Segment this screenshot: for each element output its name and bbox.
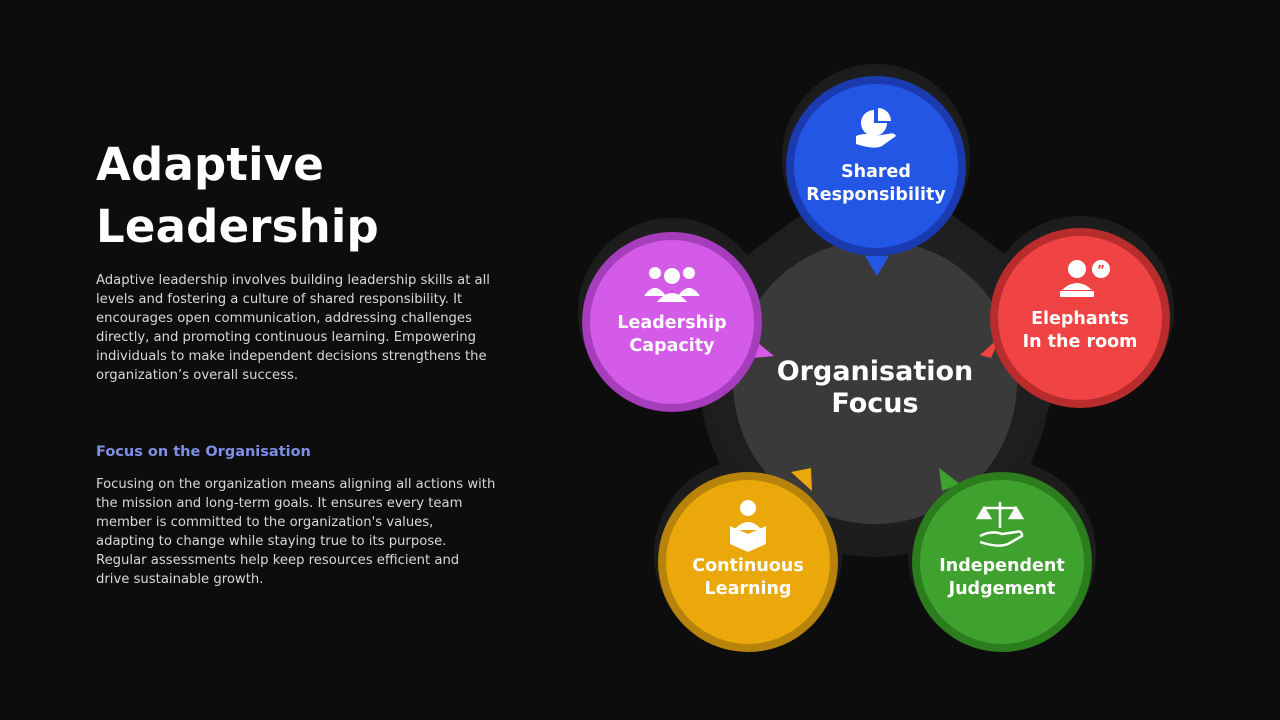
hand-chart-icon: [856, 108, 896, 148]
node-label-line-1: Shared: [841, 162, 911, 182]
pointer-continuous-learning: [791, 468, 812, 491]
node-label-line-1: Continuous: [692, 556, 804, 576]
pointer-independent-judgement: [939, 468, 960, 491]
node-label-line-2: Responsibility: [806, 185, 946, 205]
node-label-line-1: Elephants: [1031, 309, 1129, 329]
focus-paragraph: Focusing on the organization means align…: [96, 477, 496, 587]
node-label-line-1: Independent: [939, 556, 1064, 576]
focus-heading: Focus on the Organisation: [96, 444, 311, 460]
reading-person-icon: [730, 500, 766, 552]
node-label-line-2: In the room: [1023, 332, 1138, 352]
center-label-line-2: Focus: [831, 388, 918, 419]
node-leadership-capacity: Leadership Capacity: [582, 232, 762, 412]
page-title: Adaptive Leadership: [96, 134, 379, 258]
pointer-shared-responsibility: [865, 256, 889, 276]
organisation-focus-diagram: Organisation Focus Shared Responsibility…: [578, 64, 1174, 652]
node-independent-judgement: Independent Judgement: [912, 472, 1092, 652]
scales-hand-icon: [975, 502, 1025, 547]
svg-text:”: ”: [1097, 263, 1105, 277]
node-label-line-2: Learning: [705, 579, 792, 599]
center-node: Organisation Focus: [733, 240, 1017, 524]
node-shared-responsibility: Shared Responsibility: [786, 76, 966, 256]
title-line-1: Adaptive: [96, 138, 325, 191]
node-label-line-2: Judgement: [948, 579, 1056, 599]
node-label-line-2: Capacity: [629, 336, 715, 356]
node-elephants-in-the-room: ” Elephants In the room: [990, 228, 1170, 408]
team-icon: [644, 267, 700, 302]
node-continuous-learning: Continuous Learning: [658, 472, 838, 652]
node-label-line-1: Leadership: [617, 313, 726, 333]
center-label-line-1: Organisation: [777, 356, 974, 387]
intro-paragraph: Adaptive leadership involves building le…: [96, 273, 490, 383]
title-line-2: Leadership: [96, 200, 379, 253]
speech-person-icon: ”: [1060, 260, 1110, 297]
